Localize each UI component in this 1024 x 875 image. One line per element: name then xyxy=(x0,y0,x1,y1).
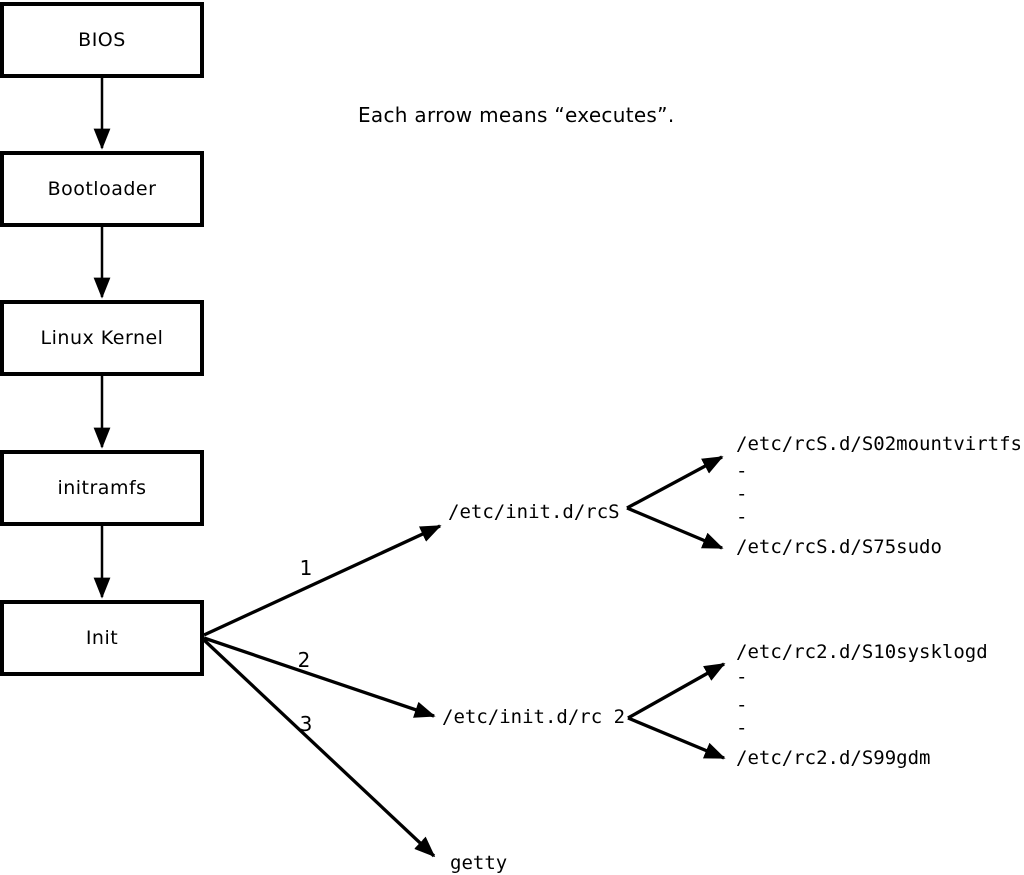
box-init-label: Init xyxy=(85,627,119,649)
box-initramfs: initramfs xyxy=(0,450,204,526)
label-getty: getty xyxy=(450,852,508,874)
label-rcs-last-script: /etc/rcS.d/S75sudo xyxy=(736,536,942,558)
label-etc-init-d-rc2: /etc/init.d/rc 2 xyxy=(442,706,626,728)
arrow-init-to-rc2 xyxy=(203,636,436,718)
label-rcs-first-script: /etc/rcS.d/S02mountvirtfs xyxy=(736,433,1022,455)
arrow-rcs-to-last xyxy=(626,506,724,550)
box-bootloader-label: Bootloader xyxy=(47,178,157,200)
arrow-rcs-to-first xyxy=(626,455,724,510)
box-bios-label: BIOS xyxy=(78,29,126,51)
box-linux-kernel: Linux Kernel xyxy=(0,300,204,376)
label-etc-init-d-rcs: /etc/init.d/rcS xyxy=(448,501,620,523)
branch-number-1: 1 xyxy=(299,556,313,580)
arrow-init-to-rcs xyxy=(203,524,442,637)
ellipsis-dash: - xyxy=(736,717,748,739)
box-linux-kernel-label: Linux Kernel xyxy=(40,327,164,349)
box-bios: BIOS xyxy=(0,2,204,78)
arrow-rc2-to-first xyxy=(627,662,726,720)
note-executes: Each arrow means “executes”. xyxy=(358,103,675,127)
ellipsis-dash: - xyxy=(736,506,748,528)
branch-number-3: 3 xyxy=(299,712,313,736)
box-init: Init xyxy=(0,600,204,676)
label-rc2-last-script: /etc/rc2.d/S99gdm xyxy=(736,747,931,769)
ellipsis-dash: - xyxy=(736,460,748,482)
ellipsis-dash: - xyxy=(736,666,748,688)
arrow-rc2-to-last xyxy=(627,716,726,760)
box-initramfs-label: initramfs xyxy=(57,477,147,499)
ellipsis-dash: - xyxy=(736,483,748,505)
box-bootloader: Bootloader xyxy=(0,151,204,227)
label-rc2-first-script: /etc/rc2.d/S10sysklogd xyxy=(736,641,988,663)
branch-number-2: 2 xyxy=(297,648,311,672)
arrow-init-to-getty xyxy=(202,638,436,858)
ellipsis-dash: - xyxy=(736,694,748,716)
